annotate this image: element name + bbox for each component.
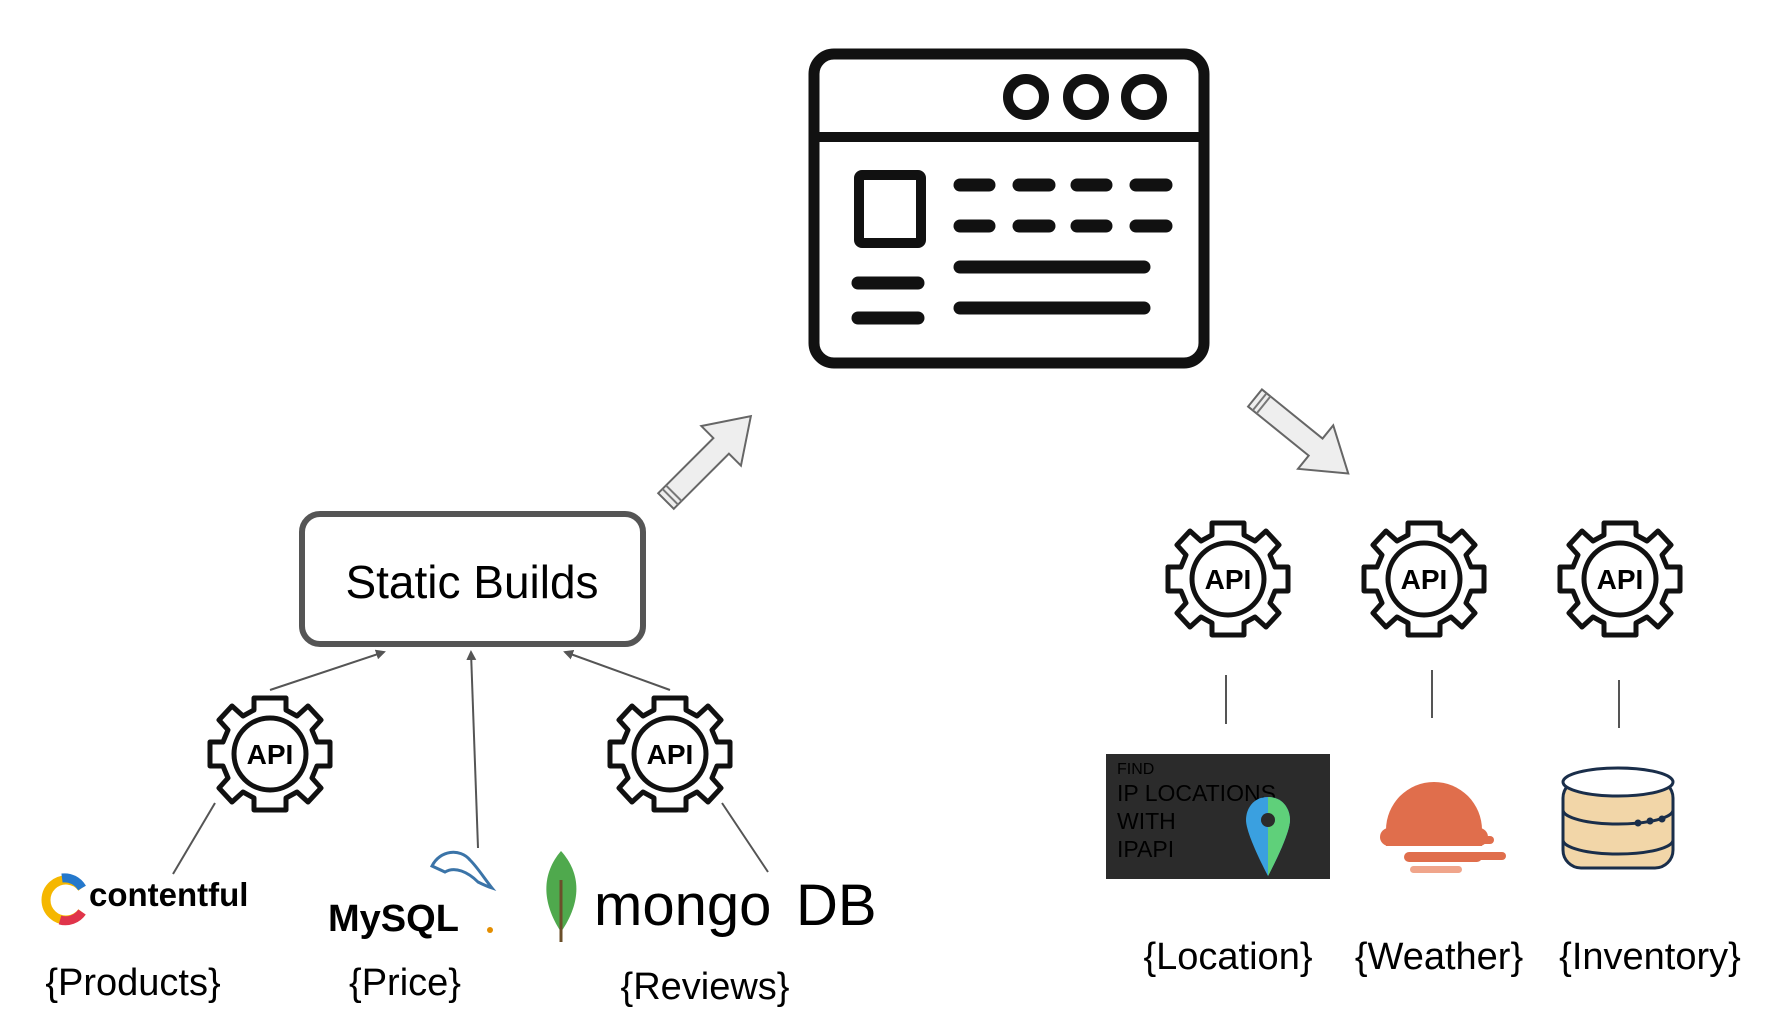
api-label: API (1401, 564, 1448, 595)
api-gear-icon-inventory: API (1560, 523, 1680, 635)
mongodb-wordmark-primary: mongo (594, 873, 771, 938)
caption-products: {Products} (45, 962, 220, 1004)
ipapi-line-4: IPAPI (1117, 836, 1174, 862)
api-label: API (247, 739, 294, 770)
database-icon (1561, 766, 1675, 870)
right-connectors (1225, 670, 1620, 728)
api-label: API (1205, 564, 1252, 595)
caption-location: {Location} (1143, 936, 1312, 978)
api-label: API (1597, 564, 1644, 595)
contentful-wordmark: contentful (89, 876, 248, 913)
caption-weather: {Weather} (1355, 936, 1523, 978)
caption-price: {Price} (349, 962, 461, 1004)
api-gear-icon-reviews: API (610, 698, 730, 810)
api-gear-icon-location: API (1168, 523, 1288, 635)
left-connectors (172, 649, 769, 875)
mysql-wordmark: MySQL (328, 898, 459, 940)
weather-sun-icon (1380, 782, 1506, 873)
ipapi-line-3: WITH (1117, 808, 1176, 834)
mongodb-wordmark-secondary: DB (796, 873, 877, 938)
api-gear-icon-products: API (210, 698, 330, 810)
caption-reviews: {Reviews} (621, 966, 790, 1008)
caption-inventory: {Inventory} (1559, 936, 1741, 978)
api-gear-icon-weather: API (1364, 523, 1484, 635)
arrow-builds-to-site (645, 395, 772, 522)
static-builds-box: Static Builds (299, 511, 646, 647)
static-builds-label: Static Builds (345, 556, 598, 608)
ipapi-logo: FIND IP LOCATIONS WITH IPAPI (1106, 754, 1330, 879)
arrow-site-to-runtime-apis (1236, 375, 1367, 497)
ipapi-line-2: IP LOCATIONS (1117, 780, 1276, 806)
ipapi-line-1: FIND (1117, 761, 1154, 778)
browser-window-icon (808, 48, 1210, 369)
api-label: API (647, 739, 694, 770)
mongodb-logo: mongo DB (546, 851, 877, 942)
contentful-logo: contentful (41, 873, 248, 926)
mysql-logo: MySQL (328, 850, 497, 940)
